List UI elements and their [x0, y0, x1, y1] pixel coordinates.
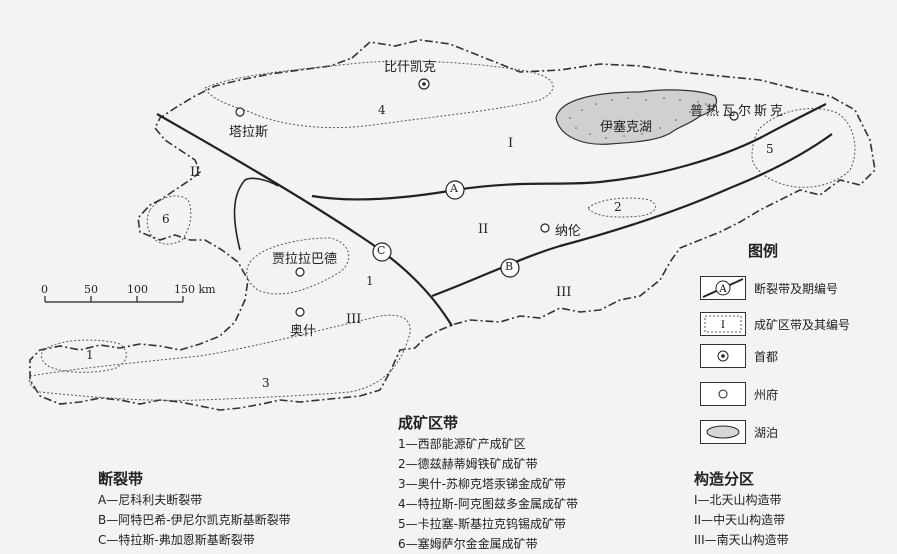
legend-label-capital: 首都	[754, 349, 779, 364]
city-marker-jalal-abad	[295, 267, 305, 277]
label-karakol: 普热瓦尔斯克	[690, 104, 787, 119]
legend-row-capital: 首都	[700, 344, 778, 368]
label-osh: 奥什	[290, 324, 317, 339]
city-marker-talas	[235, 107, 245, 117]
label-jalal-abad: 贾拉拉巴德	[272, 252, 338, 267]
tectonics-line-ii: II—中天山构造带	[694, 513, 786, 527]
belts-line-1: 1—西部能源矿产成矿区	[398, 437, 526, 451]
capital-marker	[418, 78, 430, 90]
svg-text:A: A	[718, 284, 727, 295]
fault-label-a: A	[450, 182, 458, 195]
fault-b-line	[431, 133, 833, 298]
zone-label-ii-west: II	[190, 165, 201, 180]
tectonic-boundary	[233, 177, 279, 251]
legend-row-lake: 湖泊	[700, 420, 778, 444]
tectonics-line-i: I—北天山构造带	[694, 493, 782, 507]
belts-line-5: 5—卡拉塞-斯基拉克钨锡成矿带	[398, 517, 566, 531]
label-issyk-kul: 伊塞克湖	[600, 120, 653, 135]
belts-line-6: 6—塞姆萨尔金金属成矿带	[398, 537, 538, 551]
zone-label-i: I	[508, 136, 514, 151]
faults-title: 断裂带	[98, 470, 144, 488]
scale-tick-100: 100	[127, 283, 148, 296]
scale-tick-0: 0	[41, 283, 48, 296]
belt-label-6: 6	[162, 212, 170, 226]
faults-line-c: C—特拉斯-弗加恩斯基断裂带	[98, 533, 255, 547]
fault-a-marker	[445, 180, 465, 200]
fault-a-line	[311, 103, 827, 201]
tectonics-line-iii: III—南天山构造带	[694, 533, 789, 547]
country-border	[29, 39, 876, 411]
belt-symbol-icon: I	[700, 312, 746, 336]
belt-2-outline	[587, 197, 656, 218]
legend-label-belt: 成矿区带及其编号	[754, 317, 851, 332]
belts-line-4: 4—特拉斯-阿克图兹多金属成矿带	[398, 497, 578, 511]
svg-text:I: I	[721, 320, 725, 331]
belt-1-outline	[246, 237, 350, 295]
belt-label-1: 1	[366, 274, 374, 288]
fault-label-c: C	[377, 244, 386, 257]
faults-line-b: B—阿特巴希-伊尼尔凯克斯基断裂带	[98, 513, 291, 527]
belt-1-west-outline	[40, 339, 127, 373]
belt-4-outline	[204, 60, 554, 129]
zone-label-iii-east: III	[556, 285, 572, 300]
faults-block: 断裂带 A—尼科利夫断裂带 B—阿特巴希-伊尼尔凯克斯基断裂带 C—特拉斯-弗加…	[98, 468, 291, 550]
belt-label-4: 4	[378, 103, 386, 117]
state-capital-symbol-icon	[700, 382, 746, 406]
city-marker-naryn	[540, 223, 550, 233]
zone-label-iii-west: III	[346, 312, 362, 327]
belts-block: 成矿区带 1—西部能源矿产成矿区 2—德兹赫蒂姆铁矿成矿带 3—奥什-苏柳克塔汞…	[398, 412, 578, 554]
fault-c-line	[156, 113, 453, 327]
fault-symbol-icon: A	[700, 276, 746, 300]
belts-title: 成矿区带	[398, 414, 459, 432]
legend-row-belt: I 成矿区带及其编号	[700, 312, 850, 336]
zone-label-ii: II	[478, 222, 489, 237]
belts-line-2: 2—德兹赫蒂姆铁矿成矿带	[398, 457, 538, 471]
legend-title: 图例	[748, 242, 779, 260]
tectonics-title: 构造分区	[694, 470, 755, 488]
city-marker-karakol	[729, 111, 739, 121]
capital-symbol-icon	[700, 344, 746, 368]
belt-6-outline	[146, 195, 192, 245]
fault-c-marker	[372, 242, 392, 262]
belt-label-1-west: 1	[86, 348, 94, 362]
lake-stipple	[569, 97, 707, 139]
legend-label-state: 州府	[754, 387, 779, 402]
legend-row-fault: A 断裂带及期编号	[700, 276, 838, 300]
scale-tick-150: 150 km	[174, 283, 216, 296]
belt-label-2: 2	[614, 200, 622, 214]
belts-line-3: 3—奥什-苏柳克塔汞锑金成矿带	[398, 477, 566, 491]
label-talas: 塔拉斯	[229, 125, 269, 140]
faults-line-a: A—尼科利夫断裂带	[98, 493, 203, 507]
belt-5-outline	[751, 108, 856, 188]
belt-label-3: 3	[262, 376, 270, 390]
fault-label-b: B	[505, 260, 514, 273]
scale-tick-50: 50	[84, 283, 98, 296]
legend-row-state: 州府	[700, 382, 778, 406]
belt-label-5: 5	[766, 142, 774, 156]
city-marker-osh	[295, 307, 305, 317]
tectonics-block: 构造分区 I—北天山构造带 II—中天山构造带 III—南天山构造带	[694, 468, 789, 550]
legend-label-fault: 断裂带及期编号	[754, 281, 839, 296]
lake-symbol-icon	[700, 420, 746, 444]
fault-b-marker	[500, 258, 520, 278]
label-naryn: 纳伦	[555, 224, 582, 239]
label-bishkek: 比什凯克	[384, 60, 437, 75]
scale-bar	[44, 296, 184, 303]
legend-label-lake: 湖泊	[754, 425, 779, 440]
